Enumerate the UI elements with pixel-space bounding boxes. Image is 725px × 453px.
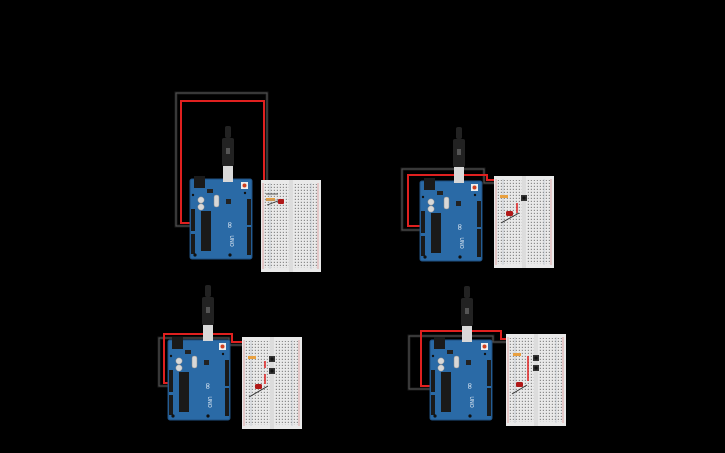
circuit-1[interactable] — [174, 91, 322, 273]
red-wire[interactable] — [180, 100, 265, 224]
arduino-uno[interactable] — [419, 177, 483, 262]
arduino-uno[interactable] — [429, 336, 493, 421]
usb-cable[interactable] — [222, 126, 234, 182]
led[interactable] — [278, 199, 284, 204]
red-wire[interactable] — [420, 330, 514, 387]
arduino-uno[interactable] — [167, 336, 231, 421]
usb-cable[interactable] — [461, 286, 473, 342]
resistor[interactable] — [513, 353, 521, 356]
circuit-3[interactable] — [157, 285, 303, 430]
pushbutton[interactable] — [533, 365, 539, 371]
resistor[interactable] — [248, 356, 256, 359]
circuit-4[interactable] — [407, 286, 567, 427]
led[interactable] — [506, 211, 513, 216]
usb-cable[interactable] — [202, 285, 214, 341]
circuit-2[interactable] — [400, 127, 555, 269]
red-wire[interactable] — [407, 174, 498, 227]
pushbutton[interactable] — [521, 195, 527, 201]
pushbutton[interactable] — [533, 355, 539, 361]
arduino-uno[interactable] — [189, 175, 253, 260]
usb-cable[interactable] — [453, 127, 465, 183]
pushbutton[interactable] — [269, 356, 275, 362]
resistor[interactable] — [266, 198, 275, 201]
resistor[interactable] — [500, 195, 508, 198]
led[interactable] — [516, 382, 523, 387]
breadboard[interactable] — [505, 333, 567, 427]
led[interactable] — [255, 384, 262, 389]
breadboard[interactable] — [241, 336, 303, 430]
red-wire[interactable] — [163, 333, 247, 384]
pushbutton[interactable] — [269, 368, 275, 374]
